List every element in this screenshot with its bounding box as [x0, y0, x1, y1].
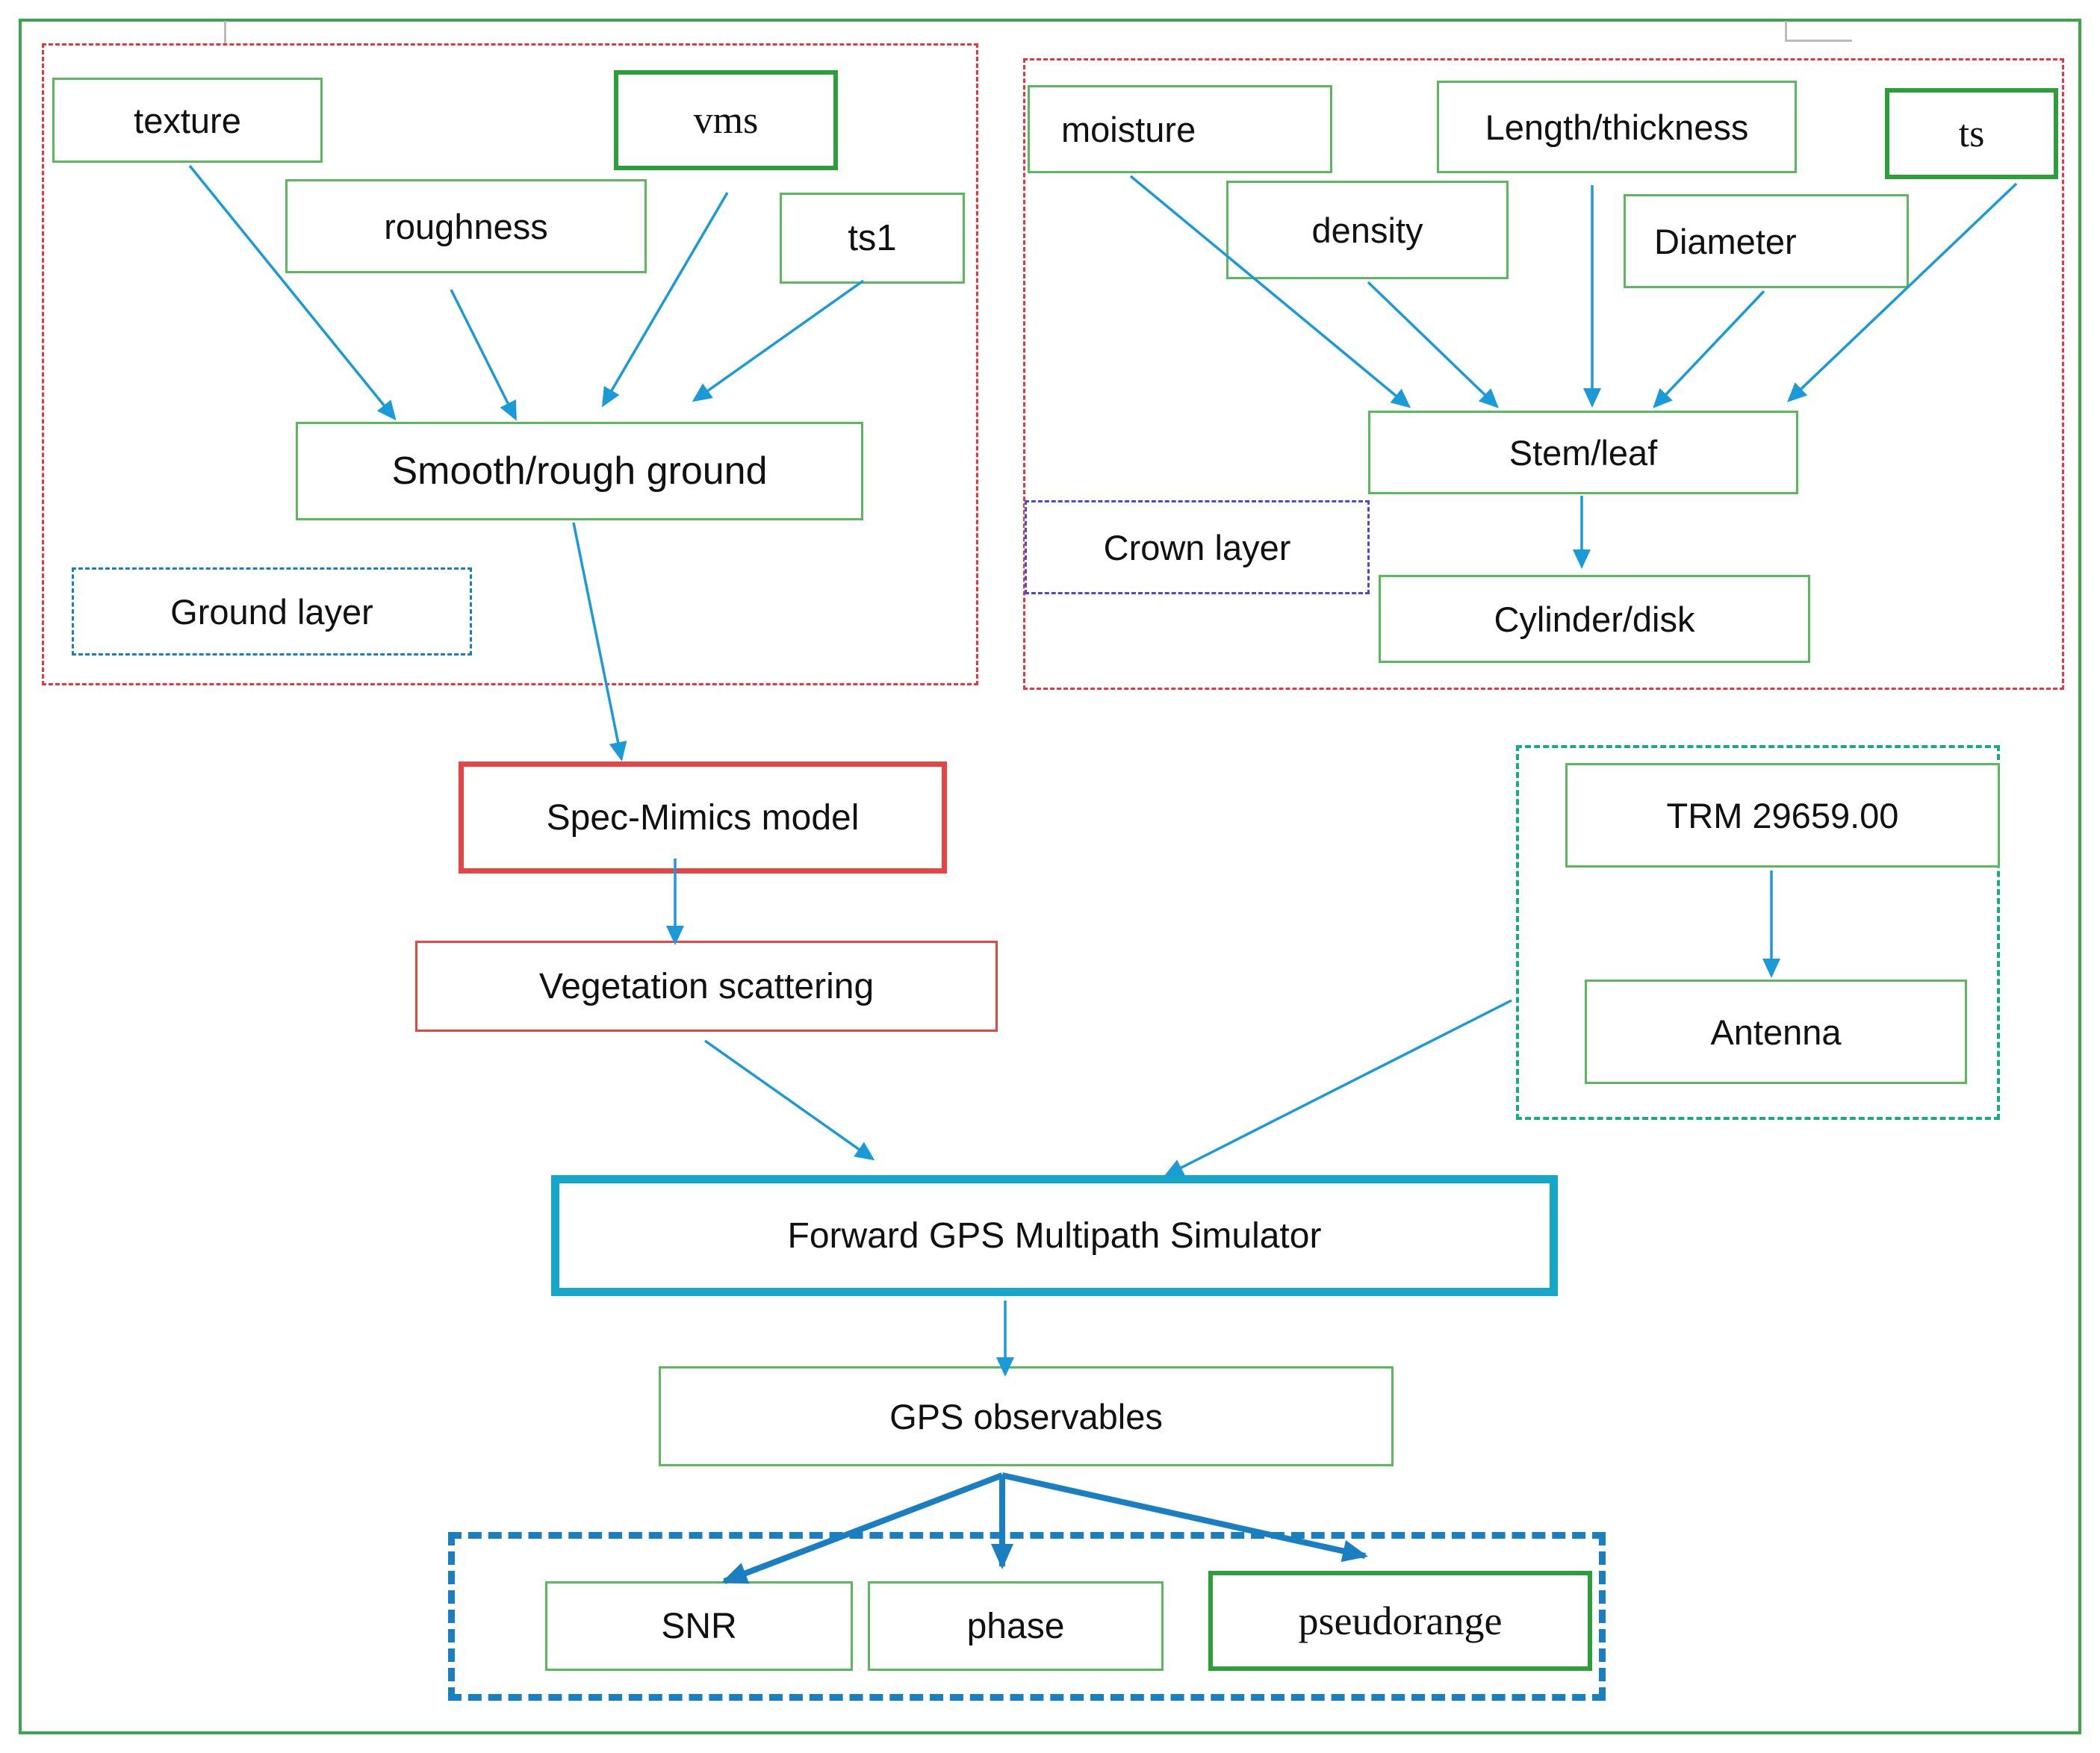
ts-label: ts	[1958, 112, 1985, 155]
spec-mimics-model-label: Spec-Mimics model	[546, 797, 860, 838]
arrow-ts-to-stem	[1787, 182, 2018, 402]
gps-observables-box: GPS observables	[659, 1366, 1394, 1466]
arrow-diameter-to-stem	[1653, 290, 1765, 408]
stem-leaf-label: Stem/leaf	[1509, 432, 1658, 473]
diameter-box: Diameter	[1624, 194, 1909, 288]
roughness-box: roughness	[285, 179, 647, 273]
antenna-box: Antenna	[1585, 980, 1967, 1084]
arrow-vegetation-to-simulator	[703, 1039, 875, 1161]
pseudorange-box: pseudorange	[1208, 1571, 1592, 1671]
arrow-density-to-stem	[1367, 281, 1499, 408]
snr-label: SNR	[661, 1606, 737, 1646]
arrow-ground-to-spec-mimics	[572, 522, 627, 762]
top-left-mark	[224, 21, 229, 43]
length-thickness-label: Length/thickness	[1485, 107, 1749, 147]
diameter-label: Diameter	[1654, 221, 1797, 261]
ground-layer-label: Ground layer	[170, 591, 373, 632]
ts1-box: ts1	[780, 193, 965, 284]
phase-box: phase	[868, 1581, 1164, 1671]
forward-gps-multipath-simulator-box: Forward GPS Multipath Simulator	[551, 1175, 1558, 1296]
vegetation-scattering-label: Vegetation scattering	[538, 966, 875, 1006]
density-box: density	[1226, 181, 1509, 279]
smooth-rough-ground-label: Smooth/rough ground	[391, 449, 768, 493]
top-right-mark	[1785, 21, 1852, 42]
ground-layer-label-box: Ground layer	[72, 567, 472, 656]
phase-label: phase	[966, 1606, 1065, 1646]
arrow-ts1-to-ground	[692, 279, 865, 402]
arrow-vms-to-ground	[601, 192, 729, 408]
pseudorange-label: pseudorange	[1298, 1598, 1503, 1643]
arrow-observables-to-pseudorange	[1001, 1472, 1368, 1563]
density-label: density	[1311, 210, 1423, 250]
spec-mimics-model-box: Spec-Mimics model	[459, 762, 947, 874]
trm-box: TRM 29659.00	[1565, 763, 2000, 868]
ts-box: ts	[1885, 88, 2058, 179]
crown-layer-label-box: Crown layer	[1025, 500, 1370, 594]
ts1-label: ts1	[848, 218, 897, 258]
forward-gps-multipath-simulator-label: Forward GPS Multipath Simulator	[787, 1215, 1322, 1256]
receiver-group-outline	[1516, 745, 2000, 1120]
texture-label: texture	[134, 100, 241, 140]
moisture-box: moisture	[1028, 85, 1332, 173]
antenna-label: Antenna	[1710, 1012, 1842, 1052]
cylinder-disk-box: Cylinder/disk	[1379, 575, 1810, 663]
arrow-observables-to-snr	[721, 1472, 1004, 1584]
snr-box: SNR	[545, 1581, 853, 1671]
trm-label: TRM 29659.00	[1666, 795, 1899, 835]
texture-box: texture	[52, 78, 323, 163]
vegetation-scattering-box: Vegetation scattering	[415, 941, 998, 1032]
length-thickness-box: Length/thickness	[1437, 81, 1797, 173]
smooth-rough-ground-box: Smooth/rough ground	[296, 422, 863, 520]
crown-layer-label: Crown layer	[1103, 527, 1291, 567]
arrow-antenna-to-simulator	[1164, 999, 1512, 1177]
cylinder-disk-label: Cylinder/disk	[1494, 599, 1695, 639]
ground-group-outline	[42, 43, 978, 685]
arrow-texture-to-ground	[188, 164, 397, 421]
moisture-label: moisture	[1061, 109, 1196, 149]
stem-leaf-box: Stem/leaf	[1368, 411, 1798, 494]
arrow-moisture-to-stem	[1129, 175, 1411, 408]
vms-label: vms	[693, 99, 759, 142]
outputs-group-outline	[448, 1532, 1606, 1701]
gps-observables-label: GPS observables	[889, 1396, 1163, 1436]
crown-group-outline	[1023, 58, 2064, 690]
vms-box: vms	[614, 70, 838, 170]
roughness-label: roughness	[384, 206, 548, 246]
arrow-roughness-to-ground	[450, 289, 517, 421]
outer-frame	[19, 19, 2081, 1734]
